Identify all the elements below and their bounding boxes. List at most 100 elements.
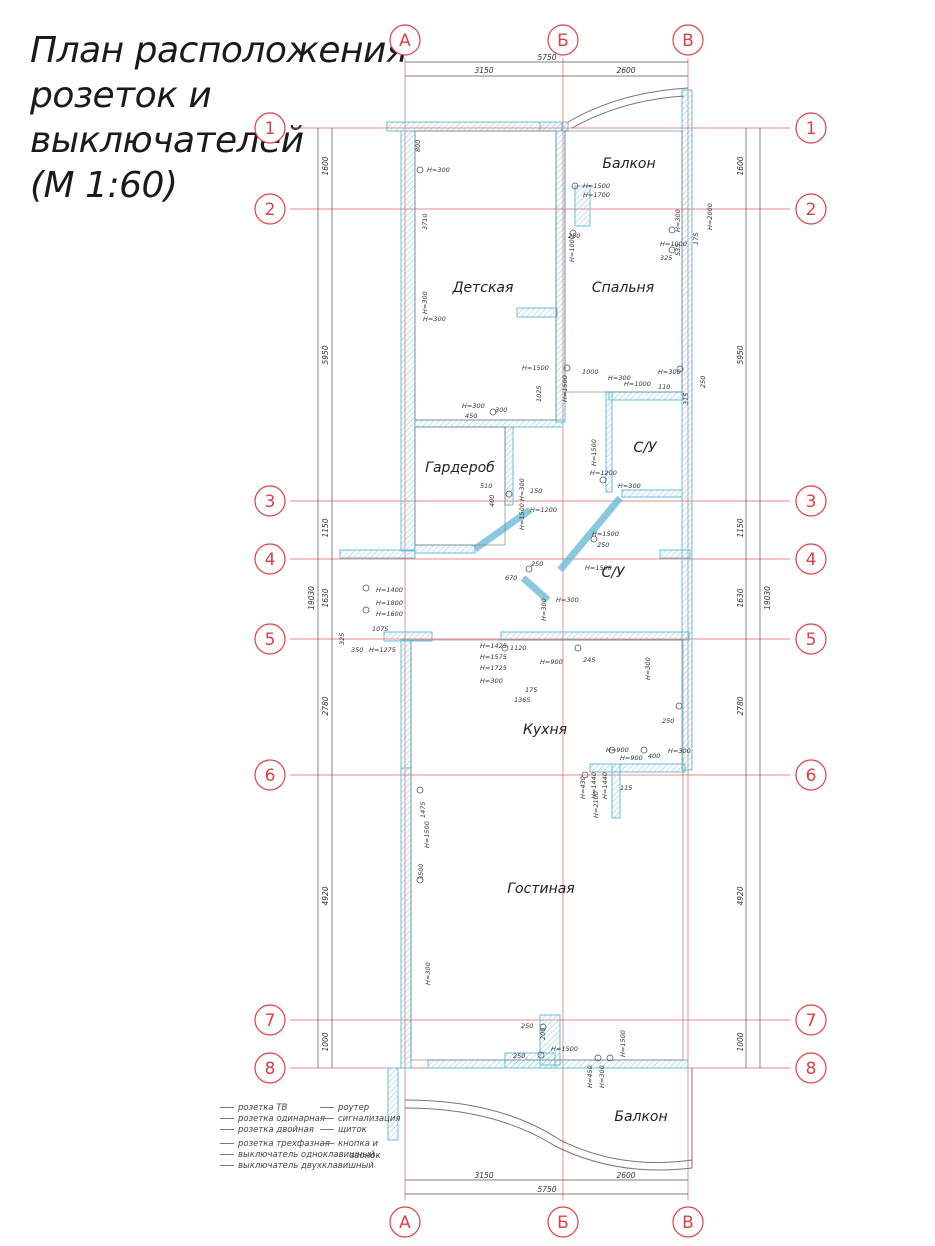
axis-label-7-left: 7: [265, 1011, 276, 1031]
wall-left-upper: [400, 130, 416, 552]
axis-label-5-right: 5: [806, 630, 817, 650]
axis-label-7-right: 7: [806, 1011, 817, 1031]
axis-label-b-top: Б: [557, 31, 569, 51]
room-bath-bottom: С/У: [601, 565, 625, 581]
socket-annotation: 670: [505, 574, 517, 582]
socket-annotation: Н=900: [540, 658, 563, 666]
socket-annotation: 1365: [514, 696, 531, 704]
svg-text:4920: 4920: [736, 886, 745, 905]
dim-top-b-v: 2600: [616, 66, 635, 75]
socket-annotation: Н=2100: [592, 791, 600, 818]
svg-text:1600: 1600: [321, 156, 330, 175]
socket-annotation: Н=1500: [551, 1045, 578, 1053]
axis-label-8-left: 8: [265, 1059, 276, 1079]
title-line-4: (М 1:60): [30, 165, 178, 206]
legend-tv: розетка ТВ: [220, 1103, 287, 1113]
socket-annotation: 150: [530, 487, 542, 495]
room-balcony-top: Балкон: [602, 156, 655, 172]
axis-bubble-v-top: [672, 24, 704, 56]
socket-annotation: 325: [660, 254, 672, 262]
socket-annotation: Н=900: [606, 746, 629, 754]
legend-alarm: сигнализация: [320, 1114, 401, 1124]
dim-top-a-b: 3150: [474, 66, 493, 75]
axis-bubble-b-bottom: [547, 1206, 579, 1238]
dim-bottom-total: 5750: [537, 1185, 556, 1194]
socket-annotation: Н=300: [518, 478, 526, 501]
socket-annotation: 350: [351, 646, 363, 654]
legend-single: розетка одинарная: [220, 1114, 325, 1124]
axis-label-8-right: 8: [806, 1059, 817, 1079]
socket-annotation: Н=1500: [522, 364, 549, 372]
room-living: Гостиная: [507, 881, 574, 897]
legend-switch2: выключатель двухклавишный: [220, 1161, 374, 1171]
wall-left-lower: [400, 767, 412, 1069]
legend-panel: щиток: [320, 1125, 367, 1135]
socket-annotation: Н=1500: [590, 439, 598, 466]
socket-annotation: 250: [699, 376, 707, 388]
balcony-outlines: [404, 87, 693, 1171]
socket-annotation: Н=300: [556, 596, 579, 604]
socket-annotation: Н=300: [674, 209, 682, 232]
room-wardrobe: Гардероб: [425, 460, 495, 476]
axis-label-5-left: 5: [265, 630, 276, 650]
socket-annotation: 250: [513, 1052, 525, 1060]
svg-text:2780: 2780: [321, 696, 330, 715]
axis-label-4-right: 4: [806, 550, 817, 570]
socket-annotation: Н=1275: [369, 646, 396, 654]
socket-annotation: Н=1400: [376, 586, 403, 594]
socket-annotation: 1025: [535, 385, 543, 402]
room-bath-top: С/У: [633, 440, 657, 456]
title-line-2: розеток и: [30, 75, 212, 116]
svg-text:2780: 2780: [736, 696, 745, 715]
socket-annotation: 1000: [582, 368, 599, 376]
socket-annotation: Н=2000: [706, 203, 714, 230]
socket-annotation: Н=1425: [480, 642, 507, 650]
socket-annotation: Н=1500: [518, 503, 526, 530]
socket-annotation: Н=300: [540, 598, 548, 621]
svg-text:5950: 5950: [736, 345, 745, 364]
room-bedroom: Спальня: [592, 280, 654, 296]
walls: [339, 89, 693, 1141]
axis-label-v-bottom: В: [682, 1213, 694, 1233]
socket-annotation: Н=1440: [601, 772, 609, 799]
socket-annotation: Н=300: [618, 482, 641, 490]
axis-label-6-right: 6: [806, 766, 817, 786]
socket-annotation: 1120: [510, 644, 527, 652]
svg-text:19030: 19030: [307, 586, 316, 610]
svg-text:1630: 1630: [321, 588, 330, 607]
socket-annotations: 800Н=3003710Н=300Н=300Н=1500Н=1700250Н=1…: [338, 140, 714, 1088]
socket-annotation: Н=1500: [585, 564, 612, 572]
socket-annotation: 175: [692, 233, 700, 245]
socket-annotation: Н=1575: [480, 653, 507, 661]
dim-bottom-b-v: 2600: [616, 1171, 635, 1180]
legend-triple: розетка трехфазная: [220, 1139, 330, 1149]
axis-bubble-v-bottom: [672, 1206, 704, 1238]
dim-top-total: 5750: [537, 53, 556, 62]
socket-annotation: 1075: [372, 625, 389, 633]
axis-label-1-right: 1: [806, 119, 817, 139]
svg-text:4920: 4920: [321, 886, 330, 905]
socket-annotation: Н=1440: [590, 772, 598, 799]
socket-annotation: Н=1600: [376, 610, 403, 618]
socket-annotation: Н=300: [427, 166, 450, 174]
socket-annotation: 325: [338, 633, 346, 645]
socket-annotation: Н=1500: [619, 1030, 627, 1057]
socket-annotation: 300: [495, 406, 507, 414]
axis-bubble-a-bottom: [389, 1206, 421, 1238]
svg-text:5950: 5950: [321, 345, 330, 364]
socket-annotation: 245: [583, 656, 595, 664]
axis-label-v-top: В: [682, 31, 694, 51]
svg-text:1150: 1150: [736, 518, 745, 537]
axis-label-6-left: 6: [265, 766, 276, 786]
socket-annotation: Н=1200: [530, 506, 557, 514]
socket-annotation: Н=300: [421, 291, 429, 314]
socket-annotation: 315: [682, 393, 690, 405]
socket-annotation: 1475: [419, 801, 427, 818]
socket-annotation: Н=300: [644, 657, 652, 680]
socket-annotation: Н=300: [424, 962, 432, 985]
socket-annotation: 800: [414, 140, 422, 152]
socket-annotation: Н=1000: [660, 240, 687, 248]
legend-switch1: выключатель одноклавишный: [220, 1150, 375, 1160]
